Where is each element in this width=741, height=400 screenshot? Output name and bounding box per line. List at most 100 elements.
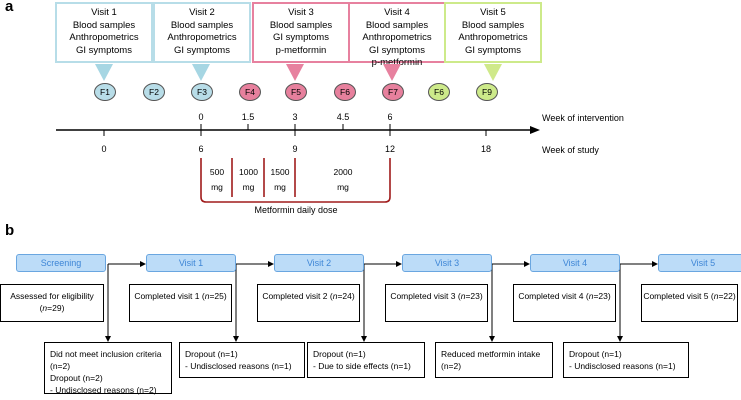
exclusion-screening-line-3: - Undisclosed reasons (n=2)	[50, 385, 157, 395]
stage-screening: Screening	[16, 254, 106, 272]
count-visit-1: Completed visit 1 (n=25)	[129, 284, 232, 322]
exclusion-visit-4: Dropout (n=1) - Undisclosed reasons (n=1…	[563, 342, 689, 378]
fecal-sample-f6: F6	[334, 83, 356, 101]
count-screening-n: n	[42, 303, 48, 313]
intervention-ticks	[200, 124, 391, 130]
exclusion-screening-line-1: Did not meet inclusion criteria (n=2)	[50, 349, 162, 371]
exclusion-visit-4-line-1: Dropout (n=1)	[569, 349, 622, 359]
visit-4-line-4: p-metformin	[371, 57, 423, 68]
visit-4-box: Visit 4 Blood samples Anthropometrics GI…	[348, 2, 446, 68]
stage-visit-2: Visit 2	[274, 254, 364, 272]
visit-3-line-2: GI symptoms	[273, 32, 329, 43]
intervention-tick-4: 6	[387, 112, 393, 122]
count-visit-4: Completed visit 4 (n=23)	[513, 284, 616, 322]
exclusion-visit-1-line-1: Dropout (n=1)	[185, 349, 238, 359]
visit-5-pointer	[484, 64, 502, 81]
count-visit-1-val: =25)	[209, 291, 227, 301]
exclusion-visit-4-line-2: - Undisclosed reasons (n=1)	[569, 361, 676, 371]
visit-5-line-3: GI symptoms	[465, 44, 521, 56]
fecal-sample-f3: F3	[191, 83, 213, 101]
study-tick-3: 12	[384, 144, 395, 154]
visit-4-line-1: Blood samples	[365, 19, 429, 31]
fecal-sample-f7: F7	[382, 83, 404, 101]
dose-1000-amount: 1000	[239, 167, 258, 177]
count-visit-3-n: n	[460, 291, 466, 301]
count-visit-1-text: Completed visit 1 (	[134, 291, 205, 301]
exclusion-visit-3-line-1: Reduced metformin intake	[441, 349, 541, 359]
visit-3-box: Visit 3 Blood samples GI symptoms p-metf…	[252, 2, 350, 63]
dose-1000-unit: mg	[242, 182, 255, 192]
panel-b-label: b	[5, 222, 15, 239]
count-visit-4-val: =23)	[593, 291, 611, 301]
visit-2-line-1: Blood samples	[170, 19, 234, 31]
visit-4-pointer	[383, 64, 401, 81]
count-visit-4-n: n	[588, 291, 594, 301]
timeline-arrowhead	[530, 126, 540, 134]
visit-2-box: Visit 2 Blood samples Anthropometrics GI…	[153, 2, 251, 63]
fecal-sample-f5: F5	[285, 83, 307, 101]
intervention-tick-2: 3	[292, 112, 298, 122]
exclusion-visit-3: Reduced metformin intake (n=2)	[435, 342, 553, 378]
dose-caption: Metformin daily dose	[254, 205, 338, 215]
dose-2000-amount: 2000	[333, 167, 353, 177]
count-visit-5-n: n	[713, 291, 719, 301]
count-visit-1-n: n	[204, 291, 210, 301]
count-visit-4-text: Completed visit 4 (	[518, 291, 589, 301]
count-visit-2: Completed visit 2 (n=24)	[257, 284, 360, 322]
visit-4-title: Visit 4	[384, 7, 410, 18]
visit-5-box: Visit 5 Blood samples Anthropometrics GI…	[444, 2, 542, 63]
exclusion-visit-2-line-2: - Due to side effects (n=1)	[313, 361, 411, 371]
count-visit-3: Completed visit 3 (n=23)	[385, 284, 488, 322]
dose-1500-amount: 1500	[270, 167, 290, 177]
intervention-axis-title: Week of intervention	[542, 113, 624, 123]
visit-2-title: Visit 2	[189, 7, 215, 18]
visit-3-line-3: p-metformin	[275, 44, 327, 56]
visit-5-line-2: Anthropometrics	[458, 32, 528, 43]
visit-2-pointer	[192, 64, 210, 81]
study-axis-title: Week of study	[542, 145, 599, 155]
exclusion-screening: Did not meet inclusion criteria (n=2) Dr…	[44, 342, 172, 395]
dose-2000-unit: mg	[337, 182, 349, 192]
exclusion-visit-2: Dropout (n=1) - Due to side effects (n=1…	[307, 342, 425, 378]
panel-a-label: a	[5, 0, 14, 15]
dose-1500: 1500 mg	[265, 165, 295, 195]
exclusion-screening-line-2: Dropout (n=2)	[50, 373, 103, 383]
exclusion-visit-1: Dropout (n=1) - Undisclosed reasons (n=1…	[179, 342, 305, 378]
visit-1-box: Visit 1 Blood samples Anthropometrics GI…	[55, 2, 153, 63]
count-screening: Assessed for eligibility (n=29)	[0, 284, 104, 322]
intervention-tick-3: 4.5	[336, 112, 350, 122]
count-visit-2-n: n	[332, 291, 338, 301]
visit-5-line-1: Blood samples	[461, 19, 525, 31]
visit-3-line-1: Blood samples	[269, 19, 333, 31]
visit-1-line-3: GI symptoms	[76, 44, 132, 56]
dose-2000: 2000 mg	[296, 165, 390, 195]
study-tick-1: 6	[198, 144, 204, 154]
fecal-sample-f1: F1	[94, 83, 116, 101]
stage-visit-3: Visit 3	[402, 254, 492, 272]
exclusion-visit-2-line-1: Dropout (n=1)	[313, 349, 366, 359]
count-visit-5: Completed visit 5 (n=22)	[641, 284, 738, 322]
fecal-sample-f9: F9	[476, 83, 498, 101]
intervention-tick-1: 1.5	[241, 112, 255, 122]
count-visit-3-val: =23)	[465, 291, 483, 301]
visit-2-line-3: GI symptoms	[174, 44, 230, 56]
visit-1-line-2: Anthropometrics	[69, 32, 139, 43]
count-visit-5-val: =22)	[718, 291, 736, 301]
visit-4-line-3: GI symptoms	[369, 44, 425, 56]
exclusion-visit-3-line-2: (n=2)	[441, 361, 462, 371]
stage-visit-1: Visit 1	[146, 254, 236, 272]
study-tick-0: 0	[101, 144, 107, 154]
visit-1-line-1: Blood samples	[72, 19, 136, 31]
dose-500-unit: mg	[211, 182, 223, 192]
fecal-sample-f2: F2	[143, 83, 165, 101]
fecal-sample-f4: F4	[239, 83, 261, 101]
dose-1500-unit: mg	[274, 182, 286, 192]
visit-2-line-2: Anthropometrics	[167, 32, 237, 43]
dose-1000: 1000 mg	[233, 165, 264, 195]
stage-visit-4: Visit 4	[530, 254, 620, 272]
exclusion-visit-1-line-2: - Undisclosed reasons (n=1)	[185, 361, 292, 371]
visit-1-pointer	[95, 64, 113, 81]
visit-1-title: Visit 1	[91, 7, 117, 18]
